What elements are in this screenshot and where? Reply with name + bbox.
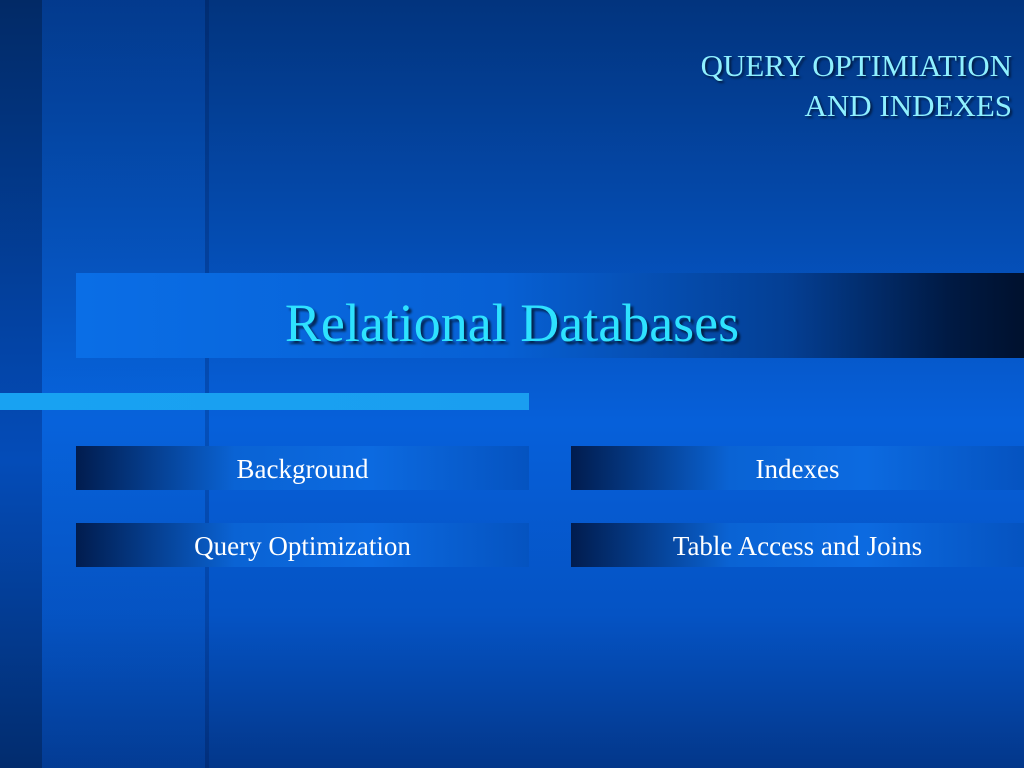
subtitle-line-1: QUERY OPTIMIATION <box>700 48 1012 83</box>
accent-bar <box>0 393 529 410</box>
title-band <box>76 273 1024 358</box>
table-access-and-joins-button[interactable]: Table Access and Joins <box>571 523 1024 567</box>
query-optimization-button[interactable]: Query Optimization <box>76 523 529 567</box>
column-divider <box>205 0 209 768</box>
left-stripe <box>0 0 42 768</box>
slide-subtitle: QUERY OPTIMIATION AND INDEXES <box>701 46 1012 126</box>
indexes-button[interactable]: Indexes <box>571 446 1024 490</box>
column-shade <box>42 0 205 768</box>
slide-title: Relational Databases <box>284 293 740 353</box>
subtitle-line-2: AND INDEXES <box>804 88 1012 123</box>
background-button[interactable]: Background <box>76 446 529 490</box>
